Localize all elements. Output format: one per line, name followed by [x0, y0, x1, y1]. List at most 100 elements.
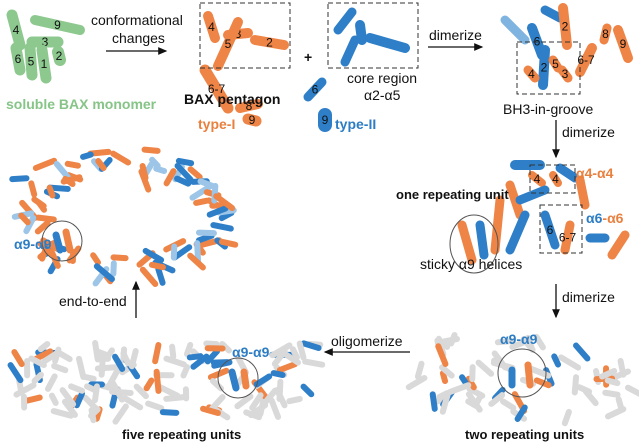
helix-number: 6	[547, 223, 554, 237]
helix	[203, 11, 220, 43]
helix	[333, 7, 357, 35]
helix	[465, 391, 483, 413]
helix	[11, 349, 25, 368]
helix	[571, 374, 580, 396]
helix	[300, 340, 322, 351]
dimerize-label-3: dimerize	[562, 289, 615, 305]
helix	[50, 408, 75, 419]
helix	[141, 146, 161, 154]
helix	[210, 222, 234, 232]
helix	[175, 157, 195, 167]
helix	[475, 220, 489, 260]
helix	[213, 193, 236, 212]
helix	[414, 360, 425, 380]
helix	[490, 195, 505, 255]
helix	[37, 341, 51, 353]
sticky-a9-circle	[449, 214, 499, 274]
helix	[41, 349, 62, 365]
helix	[6, 9, 26, 51]
helix	[36, 44, 52, 84]
helix	[533, 333, 546, 351]
helix	[213, 17, 243, 71]
bh3-groove-box	[516, 41, 581, 95]
helix	[93, 263, 115, 283]
helix	[555, 163, 580, 183]
helix	[599, 23, 612, 45]
helix	[525, 334, 535, 351]
helix	[62, 175, 76, 188]
oligomerize-label: oligomerize	[331, 333, 403, 349]
a6-box	[539, 204, 583, 254]
helix	[53, 160, 73, 182]
helix-number: 2	[266, 36, 273, 50]
helix	[548, 55, 563, 73]
helix	[30, 15, 85, 35]
helix	[13, 382, 37, 398]
five-units-a9-label: α9-α9	[232, 344, 270, 360]
helix	[62, 228, 74, 254]
helix-number: 4	[534, 172, 541, 186]
helix-number: 6	[312, 83, 319, 97]
helix-number: 4	[528, 67, 535, 81]
helix	[558, 354, 582, 371]
helix	[439, 370, 449, 385]
helix	[142, 247, 165, 264]
helix	[51, 363, 69, 374]
helix-number: 6	[15, 52, 22, 66]
helix	[120, 350, 132, 367]
helix	[35, 214, 57, 223]
helix	[268, 397, 282, 420]
sticky-helices-label: sticky α9 helices	[420, 256, 523, 272]
helix	[28, 180, 38, 198]
helix	[94, 350, 112, 362]
helix	[193, 197, 210, 206]
helix	[500, 15, 530, 45]
helix	[435, 343, 449, 368]
helix	[110, 150, 132, 166]
helix	[7, 362, 24, 384]
helix	[32, 157, 58, 172]
helix	[152, 342, 162, 365]
helix	[515, 185, 550, 205]
a6-a6-label: α6-α6	[586, 211, 623, 225]
helix	[283, 351, 301, 366]
helix	[128, 348, 139, 370]
helix	[448, 332, 458, 347]
helix	[551, 353, 562, 368]
helix	[189, 183, 213, 201]
helix	[540, 5, 565, 23]
helix	[269, 342, 293, 359]
helix	[514, 404, 528, 422]
helix	[59, 387, 77, 408]
helix-number: 5	[225, 37, 232, 51]
helix-number: 9	[54, 18, 61, 32]
helix	[194, 240, 202, 265]
a4-a4-label: α4-α4	[576, 165, 614, 181]
helix-number: 4	[13, 23, 20, 37]
helix	[523, 65, 540, 83]
helix	[582, 388, 599, 407]
helix	[44, 373, 58, 392]
helix	[505, 210, 530, 255]
helix	[439, 389, 452, 415]
helix	[206, 205, 229, 218]
helix	[276, 361, 298, 373]
a6-right: -α6	[602, 210, 624, 226]
helix	[303, 77, 327, 102]
helix	[149, 156, 161, 169]
helix	[159, 409, 180, 416]
helix	[82, 394, 100, 412]
helix	[139, 266, 159, 288]
helix	[197, 178, 216, 190]
helix	[133, 383, 149, 400]
helix	[31, 196, 47, 209]
helix	[153, 368, 162, 394]
helix	[24, 42, 38, 81]
helix	[157, 384, 181, 399]
helix	[64, 160, 81, 169]
helix	[31, 371, 44, 384]
helix	[540, 210, 560, 250]
helix	[599, 367, 618, 380]
helix	[52, 46, 66, 66]
helix	[447, 382, 472, 395]
